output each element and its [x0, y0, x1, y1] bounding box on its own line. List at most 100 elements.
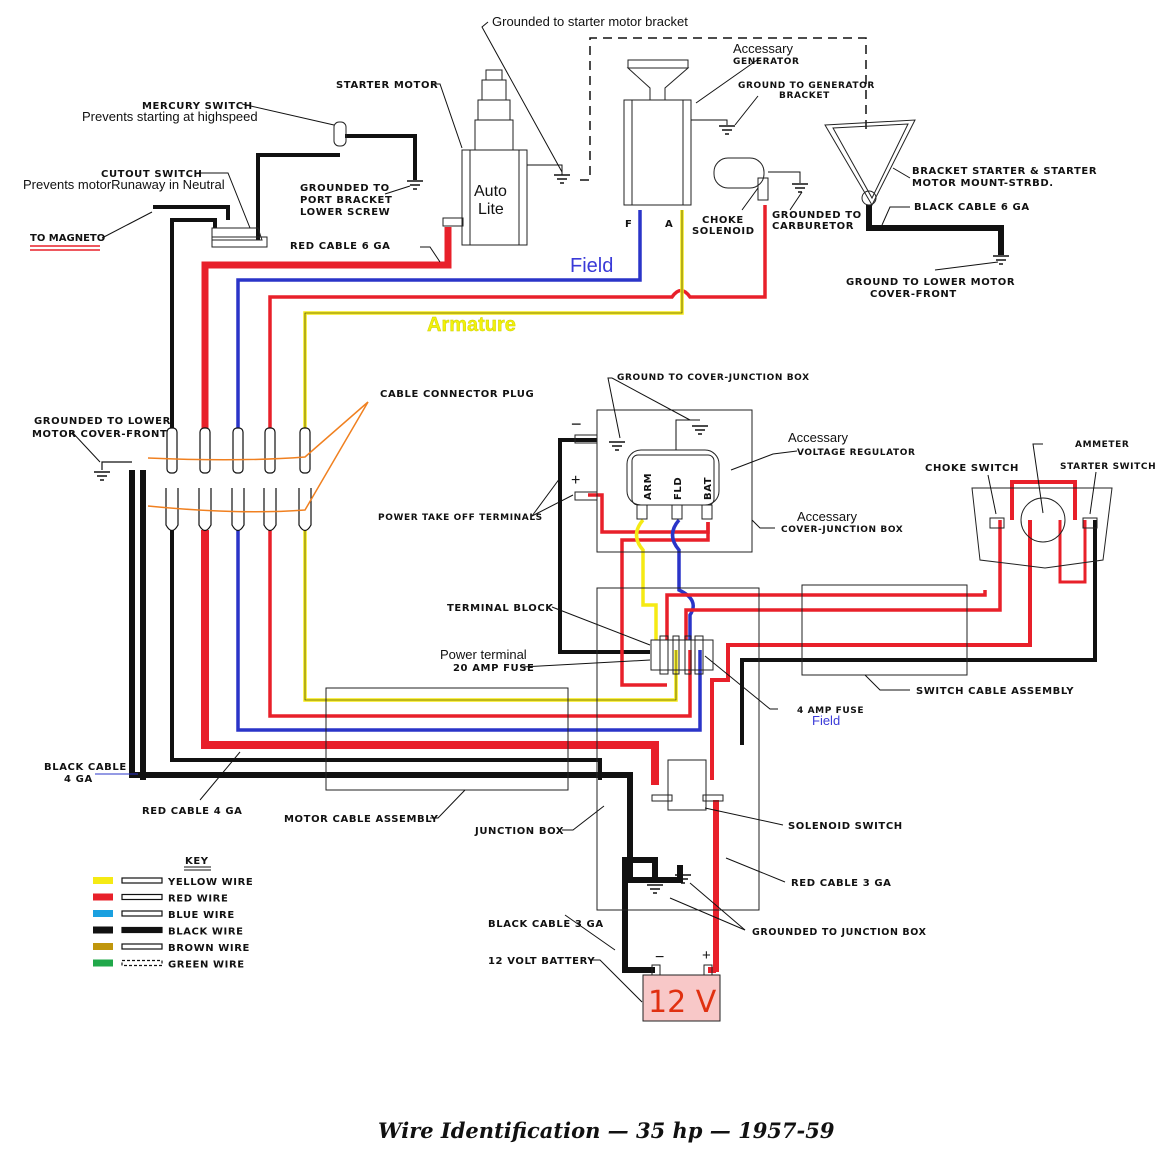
- key-label: BLACK WIRE: [168, 927, 244, 938]
- key-label: BROWN WIRE: [168, 943, 250, 954]
- mercury-switch: [333, 121, 424, 190]
- dashed-ground-line: [580, 37, 867, 181]
- key-swatch: [93, 877, 113, 884]
- pto-plus: +: [571, 472, 580, 489]
- wire-black-3ga: [622, 857, 658, 973]
- to-magneto-underline: [30, 245, 100, 251]
- key-pattern: [121, 893, 163, 901]
- wire-mercury-switch: [256, 153, 340, 240]
- leader-lines: [71, 21, 1097, 1003]
- label-armature: Armature: [427, 314, 516, 336]
- label-accessary-generator-1: Accessary: [733, 41, 793, 56]
- plug-pin-male: [232, 427, 244, 474]
- label-grounded-port-1: GROUNDED TO: [300, 183, 390, 194]
- choke-solenoid: [713, 157, 809, 201]
- label-accessary-cover-2: COVER-JUNCTION BOX: [781, 525, 903, 535]
- gen-a-label: A: [665, 219, 673, 230]
- key-swatch: [93, 943, 113, 950]
- label-black-cable-3ga: BLACK CABLE 3 GA: [488, 919, 604, 930]
- label-power-terminal: Power terminal: [440, 647, 527, 662]
- label-accessary-vr-1: Accessary: [788, 430, 848, 445]
- label-mercury-switch: MERCURY SWITCH: [142, 101, 253, 112]
- label-red-cable-6ga: RED CABLE 6 GA: [290, 241, 391, 252]
- battery-text: 12 V: [648, 985, 717, 1020]
- key-swatch: [93, 910, 113, 917]
- key-pattern: [121, 910, 163, 917]
- label-red-cable-4ga: RED CABLE 4 GA: [142, 806, 243, 817]
- cutout-switch: [211, 227, 268, 248]
- label-black-cable-4ga-2: 4 GA: [64, 774, 93, 785]
- label-to-magneto: TO MAGNETO: [30, 233, 105, 244]
- label-terminal-block: TERMINAL BLOCK: [447, 603, 554, 614]
- wires: [101, 134, 1097, 973]
- label-grounded-port-3: LOWER SCREW: [300, 207, 390, 218]
- vr-bat-label: BAT: [703, 477, 714, 500]
- label-bracket-starter-2: MOTOR MOUNT-STRBD.: [912, 178, 1054, 189]
- label-motor-cable-assembly: MOTOR CABLE ASSEMBLY: [284, 814, 439, 825]
- label-choke-solenoid-2: SOLENOID: [692, 226, 755, 237]
- battery-minus: −: [655, 949, 664, 966]
- wire-arm-yellow: [634, 518, 658, 640]
- label-accessary-cover-1: Accessary: [797, 509, 857, 524]
- label-bracket-starter-1: BRACKET STARTER & STARTER: [912, 166, 1097, 177]
- wire-red-4ga-lower: [201, 530, 659, 785]
- label-black-cable-4ga-1: BLACK CABLE: [44, 762, 127, 773]
- label-mercury-note: Prevents starting at highspeed: [82, 109, 258, 124]
- label-ground-generator-bracket-1: GROUND TO GENERATOR: [738, 81, 875, 91]
- label-ammeter: AMMETER: [1075, 440, 1129, 450]
- diagram-title: Wire Identification — 35 hp — 1957-59: [378, 1118, 835, 1143]
- label-ground-cover-jbox: GROUND TO COVER-JUNCTION BOX: [617, 373, 810, 383]
- solenoid-switch: [646, 759, 724, 894]
- key-label: RED WIRE: [168, 894, 228, 905]
- wire-mercury-ground: [345, 134, 417, 180]
- wire-switch-red-1: [665, 590, 987, 640]
- wire-fld-blue: [670, 518, 695, 640]
- plug-pin-female: [231, 488, 245, 532]
- plug-pin-female: [198, 488, 212, 532]
- connector-plug-band-lower: [147, 401, 369, 513]
- key-pattern: [121, 877, 163, 884]
- vr-arm-label: ARM: [643, 473, 654, 500]
- connector-plug-band-upper: [147, 401, 369, 461]
- label-black-cable-6ga: BLACK CABLE 6 GA: [914, 202, 1030, 213]
- plug-pin-female: [263, 488, 277, 532]
- switch-panel: [971, 487, 1113, 569]
- label-solenoid-switch: SOLENOID SWITCH: [788, 821, 903, 832]
- auto-lite-label-2: Lite: [478, 201, 504, 218]
- label-starter-motor: STARTER MOTOR: [336, 80, 438, 91]
- plug-pin-male: [199, 427, 211, 474]
- label-starter-switch: STARTER SWITCH: [1060, 462, 1156, 472]
- label-grounded-carb-2: CARBURETOR: [772, 221, 854, 232]
- battery-12v: 12 V − +: [642, 947, 721, 1022]
- accessary-generator: F A: [623, 59, 736, 230]
- label-4amp-fuse: 4 AMP FUSE: [797, 706, 864, 716]
- terminal-block: [650, 639, 714, 671]
- label-accessary-generator-2: GENERATOR: [733, 57, 800, 67]
- label-20amp-fuse: 20 AMP FUSE: [453, 663, 534, 674]
- key-pattern: [121, 959, 163, 967]
- label-field: Field: [570, 255, 613, 277]
- wire-switch-red-2: [684, 520, 1002, 640]
- wire-red-6ga-upper: [201, 227, 452, 430]
- cover-junction-box: ARM FLD BAT − +: [571, 410, 753, 553]
- key-swatch: [93, 926, 113, 934]
- label-ground-lower-cover-2: COVER-FRONT: [870, 289, 957, 300]
- wire-cutout-black: [170, 218, 217, 430]
- plug-pin-male: [299, 427, 311, 474]
- wire-bracket-black-6ga: [866, 205, 1004, 255]
- label-grounded-lower-motor-2: MOTOR COVER-FRONT: [32, 429, 167, 440]
- switch-cable-assembly: [801, 584, 968, 676]
- label-grounded-carb-1: GROUNDED TO: [772, 210, 862, 221]
- wire-ammeter-loop: [1010, 480, 1077, 520]
- starter-motor: Auto Lite: [442, 69, 571, 246]
- motor-cable-assembly: [325, 687, 569, 791]
- wire-red-lower: [268, 530, 692, 718]
- label-grounded-starter-bracket: Grounded to starter motor bracket: [492, 14, 688, 29]
- label-choke-solenoid-1: CHOKE: [702, 215, 744, 226]
- bracket-starter-mount: [824, 119, 1010, 265]
- label-cutout-note: Prevents motorRunaway in Neutral: [23, 177, 225, 192]
- wire-magneto: [153, 205, 230, 220]
- label-grounded-lower-motor-1: GROUNDED TO LOWER: [34, 416, 171, 427]
